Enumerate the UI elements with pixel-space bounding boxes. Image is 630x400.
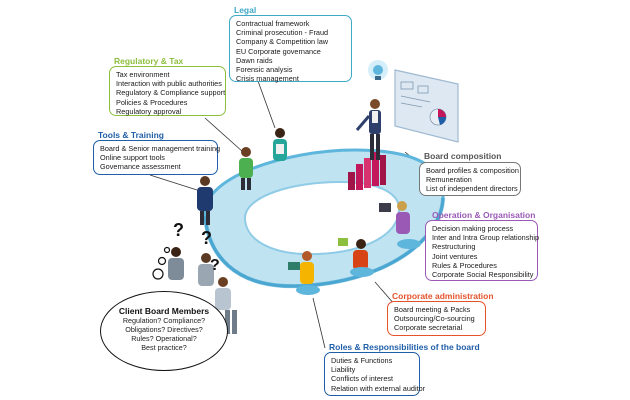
client-title: Client Board Members [118,306,210,316]
person-left-navy [197,176,213,225]
corporate-item: Corporate secretarial [394,323,463,333]
legal-item: Criminal prosecution - Fraud [236,28,329,38]
person-right-red [350,239,374,277]
board-item: Board profiles & composition [426,166,519,175]
person-right-purple [379,201,421,249]
connector-regulatory [204,117,244,153]
lightbulb-icon [368,60,388,80]
roles-item: Duties & Functions [331,356,393,365]
legal-box: Contractual framework Criminal prosecuti… [229,15,352,84]
regulatory-item: Regulatory & Compliance support [116,88,226,98]
legal-item: Dawn raids [236,55,273,65]
regulatory-item: Regulatory approval [116,106,182,116]
connector-roles [312,297,326,349]
regulatory-box: Tax environment Interaction with public … [109,66,226,116]
operation-item: Restructuring [432,242,476,252]
tools-item: Board & Senior management training [100,144,221,153]
client-question: Best practice? [141,343,187,352]
operation-box: Decision making process Inter and Intra … [425,220,540,281]
operation-item: Corporate Social Responsibility [432,270,534,280]
corporate-item: Board meeting & Packs [394,305,471,314]
client-question: Regulation? Compliance? [122,316,206,325]
legal-item: Forensic analysis [236,65,293,75]
svg-text:?: ? [210,257,220,274]
legal-item: Crisis management [236,74,299,84]
board-item: List of independent directors [426,184,518,194]
board-title: Board composition [424,151,502,161]
connector-tools [149,174,198,191]
operation-item: Inter and Intra Group relationship [432,233,540,243]
roles-item: Liability [331,365,356,375]
tools-box: Board & Senior management training Onlin… [93,140,221,175]
presentation-screen [394,69,459,143]
connector-legal [257,80,276,129]
svg-text:?: ? [201,228,212,248]
regulatory-item: Policies & Procedures [116,97,188,107]
presenter-person [355,99,381,160]
legal-item: Company & Competition law [236,37,329,47]
regulatory-item: Interaction with public authorities [116,79,222,89]
operation-item: Decision making process [432,224,514,233]
corporate-title: Corporate administration [392,291,494,301]
roles-title: Roles & Responsibilities of the board [329,342,480,352]
tools-item: Governance assessment [100,162,181,172]
bar-chart-blocks [348,152,386,190]
roles-item: Relation with external auditor [331,383,426,393]
roles-box: Duties & Functions Liability Conflicts o… [324,352,426,396]
regulatory-item: Tax environment [116,70,170,79]
legal-title: Legal [234,5,257,15]
client-question: Rules? Operational? [131,334,197,343]
operation-item: Joint ventures [432,251,478,261]
person-front-yellow [288,251,320,295]
board-item: Remuneration [426,175,472,185]
person-top-left-green [239,147,253,190]
client-question: Obligations? Directives? [125,325,203,334]
board-box: Board profiles & composition Remuneratio… [419,162,521,196]
client-board-members-bubble: Client Board Members Regulation? Complia… [100,291,228,371]
svg-text:?: ? [173,220,184,240]
person-top-teal [273,128,287,161]
operation-title: Operation & Organisation [432,210,536,220]
corporate-box: Board meeting & Packs Outsourcing/Co-sou… [387,301,486,336]
tools-item: Online support tools [100,153,165,163]
operation-item: Rules & Procedures [432,260,497,270]
roles-item: Conflicts of interest [331,374,394,384]
regulatory-title: Regulatory & Tax [114,56,184,66]
corporate-item: Outsourcing/Co-sourcing [394,314,475,324]
legal-item: EU Corporate governance [236,46,321,56]
thought-bubbles [152,246,171,280]
person-front-green-small [338,238,348,246]
tools-title: Tools & Training [98,130,164,140]
client-group [168,247,237,334]
legal-item: Contractual framework [236,19,310,28]
question-mark-icons: ? ? ? [173,220,220,274]
